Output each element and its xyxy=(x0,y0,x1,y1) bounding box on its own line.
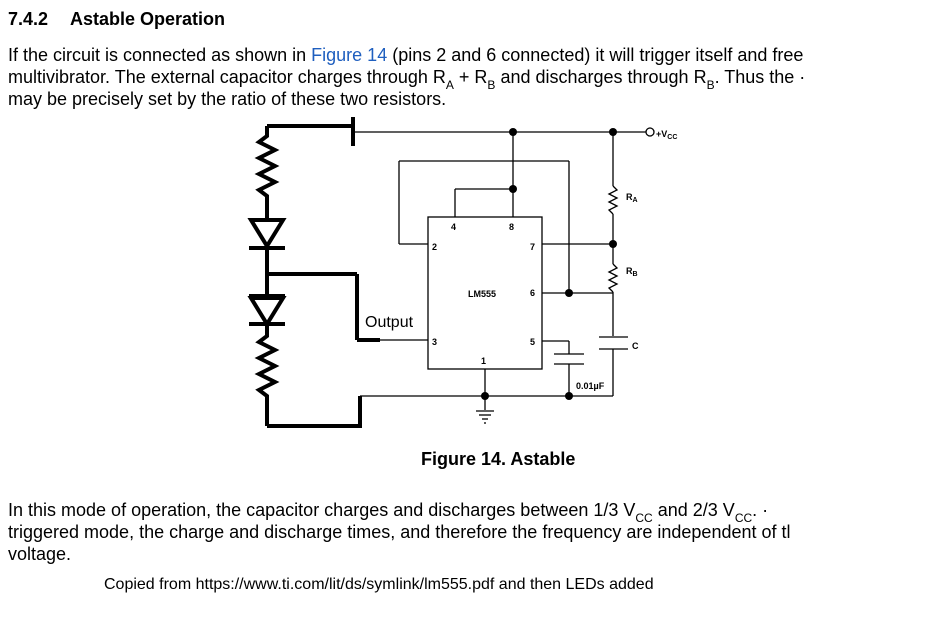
pin-7-label: 7 xyxy=(530,242,535,252)
pin-5-label: 5 xyxy=(530,337,535,347)
led-resistor-bottom xyxy=(254,324,280,426)
section-number: 7.4.2 xyxy=(8,9,49,29)
pin-3-label: 3 xyxy=(432,337,437,347)
pin-4-label: 4 xyxy=(451,222,456,232)
c-label: C xyxy=(632,341,639,351)
mode-line-3: voltage. xyxy=(8,544,72,564)
resistor-ra xyxy=(607,185,619,215)
pin-2-label: 2 xyxy=(432,242,437,252)
cap-value-label: 0.01µF xyxy=(576,381,605,391)
figure-caption: Figure 14. Astable xyxy=(421,449,575,469)
led-resistor-top xyxy=(254,126,280,220)
intro-line-3: may be precisely set by the ratio of the… xyxy=(8,89,447,109)
ground-icon xyxy=(476,410,494,424)
credit-note: Copied from https://www.ti.com/lit/ds/sy… xyxy=(104,576,654,593)
output-label: Output xyxy=(365,314,414,331)
led-1-icon xyxy=(247,218,287,250)
intro-paragraph: If the circuit is connected as shown in … xyxy=(8,44,805,110)
lm555-label: LM555 xyxy=(468,289,496,299)
section-title: Astable Operation xyxy=(70,9,226,29)
mode-line-1: In this mode of operation, the capacitor… xyxy=(8,500,769,525)
mode-paragraph: In this mode of operation, the capacitor… xyxy=(8,499,791,565)
pin-1-label: 1 xyxy=(481,356,486,366)
mode-line-2: triggered mode, the charge and discharge… xyxy=(8,522,791,542)
resistor-rb xyxy=(607,263,619,293)
intro-line-2: multivibrator. The external capacitor ch… xyxy=(8,67,806,92)
rb-label: RB xyxy=(626,266,638,278)
intro-line-1: If the circuit is connected as shown in … xyxy=(8,45,804,65)
section-heading: 7.4.2 Astable Operation xyxy=(8,9,225,30)
vcc-terminal xyxy=(645,127,655,137)
pin-6-label: 6 xyxy=(530,288,535,298)
led-2-icon xyxy=(247,296,287,328)
ra-label: RA xyxy=(626,192,638,204)
vcc-label: +VCC xyxy=(656,129,677,141)
led-circuit xyxy=(247,117,380,428)
figure-14-link[interactable]: Figure 14 xyxy=(311,45,388,65)
pin-8-label: 8 xyxy=(509,222,514,232)
